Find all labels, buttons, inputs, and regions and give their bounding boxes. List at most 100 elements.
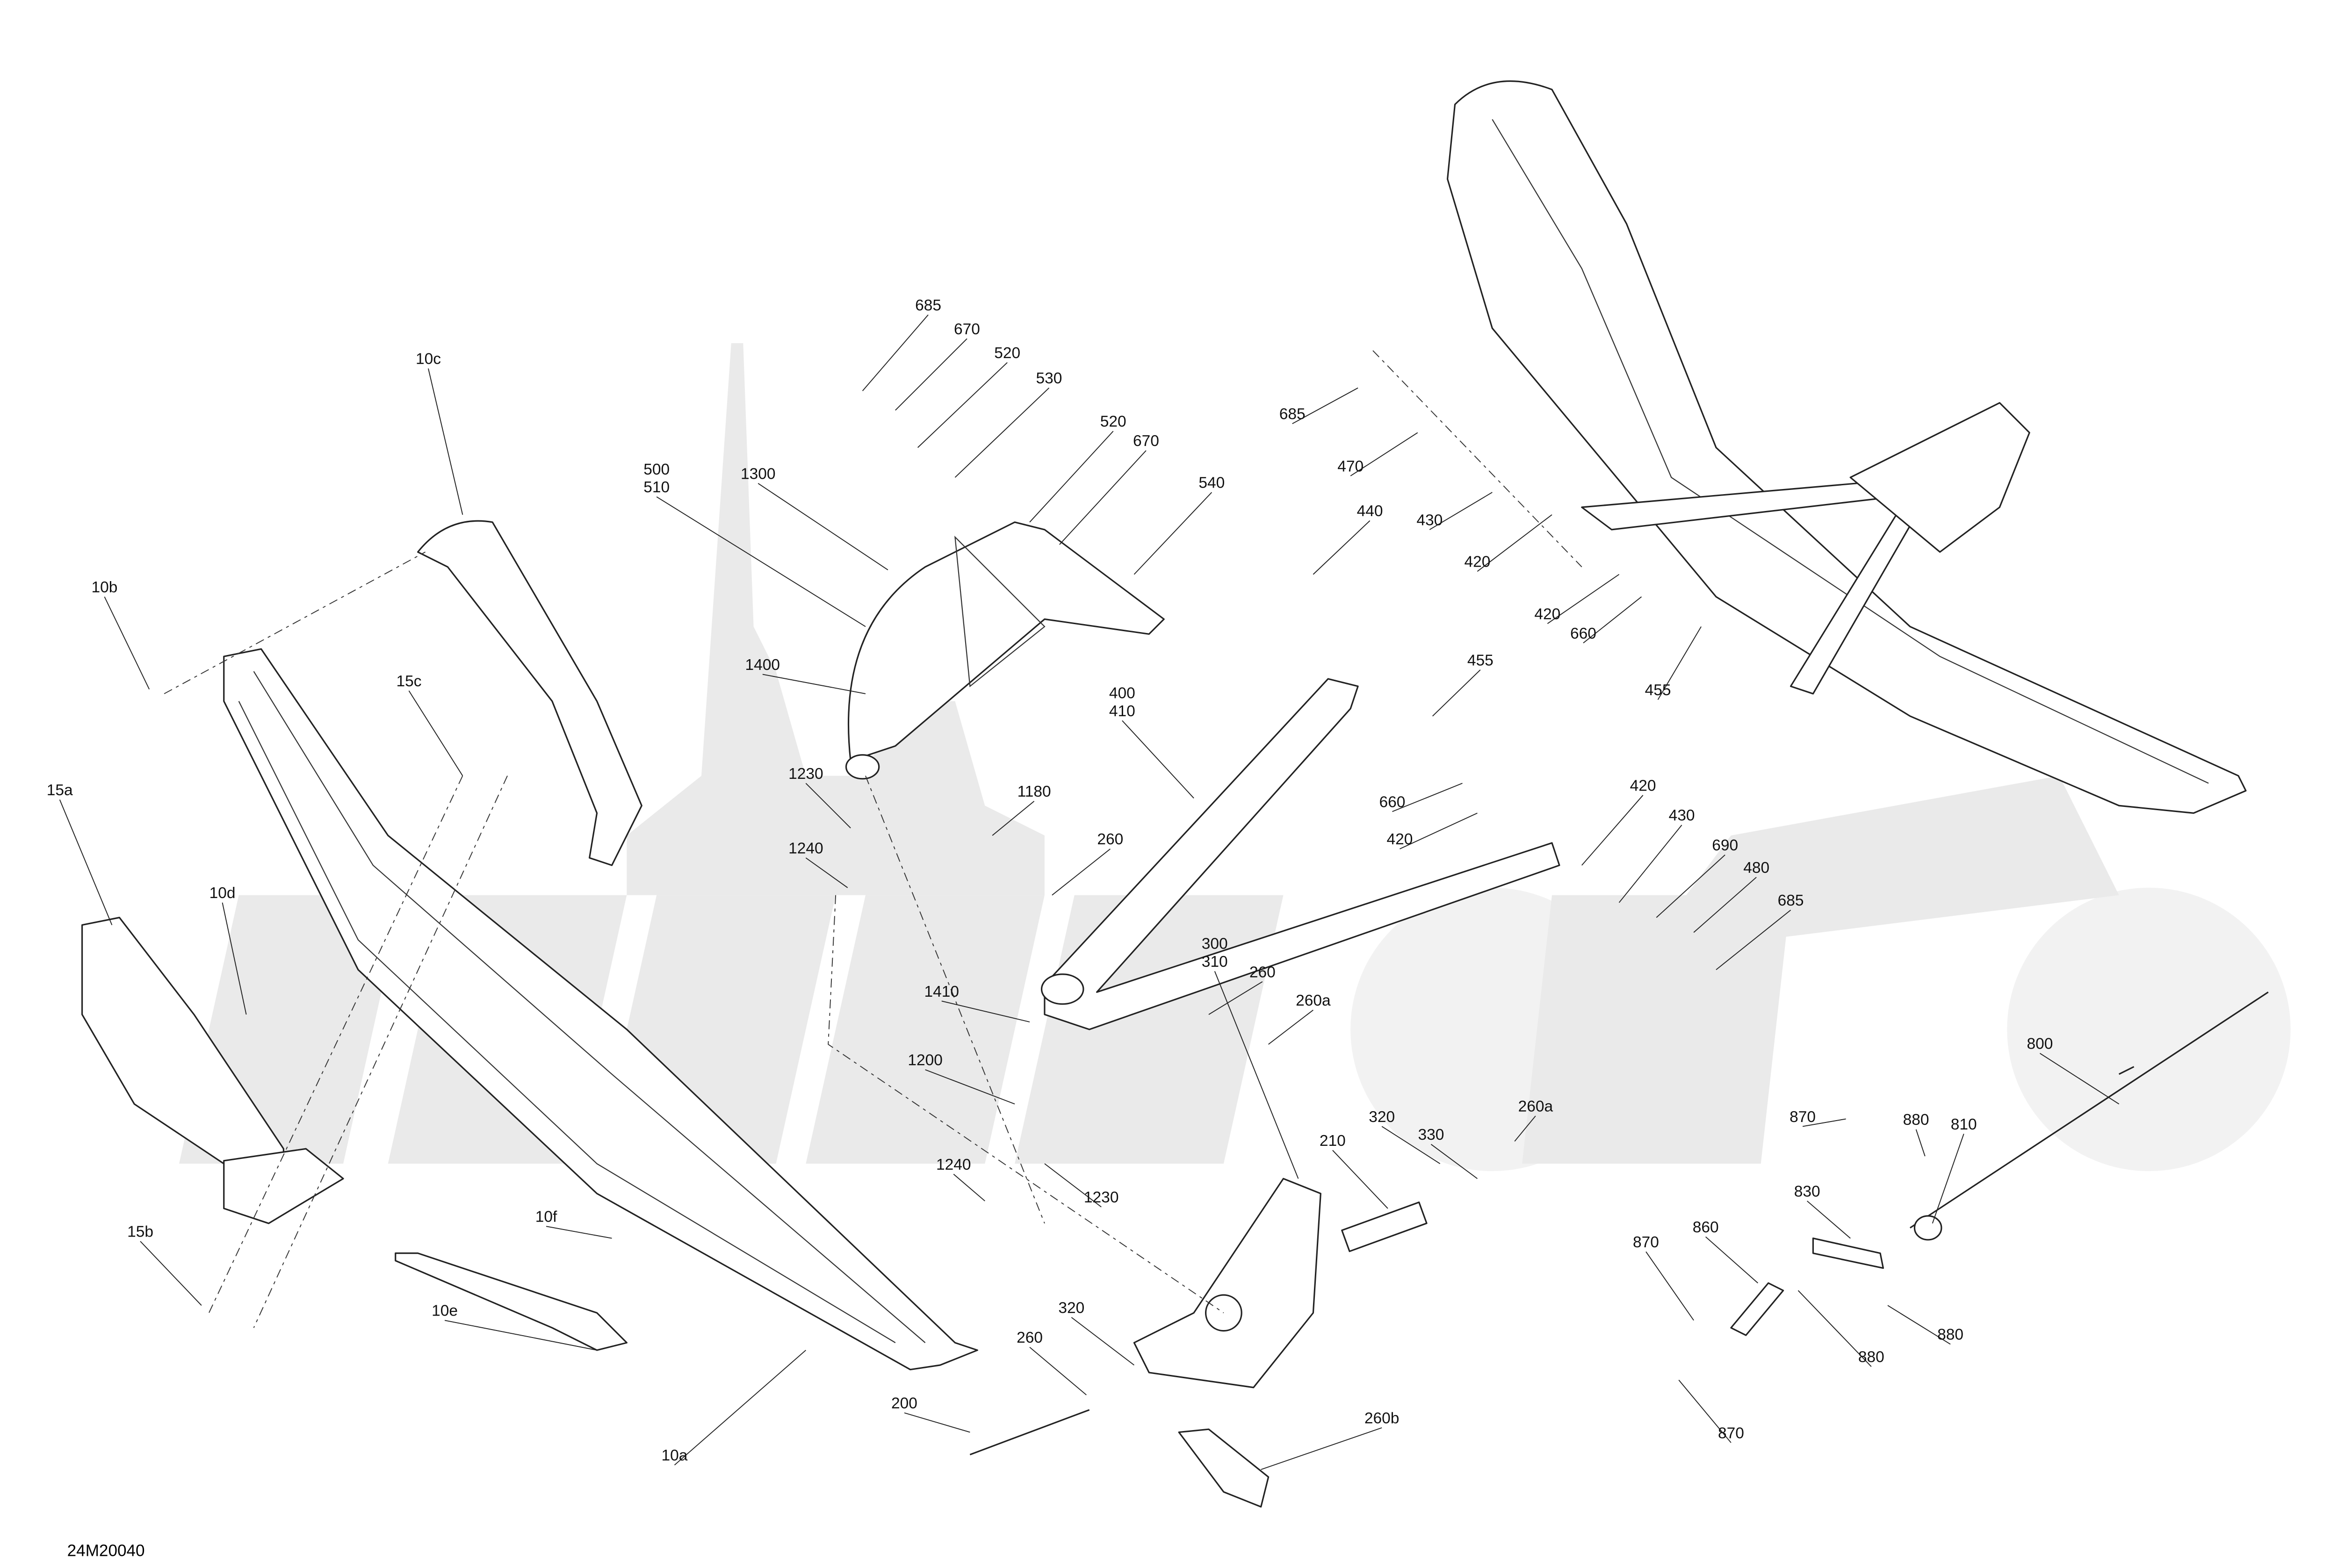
callout-leader-line [1705, 1236, 1758, 1284]
callout-leader-line [444, 1320, 597, 1351]
callout-leader-line [1392, 783, 1463, 812]
left-ski-assembly [81, 520, 978, 1371]
callout-leader-line [1350, 432, 1418, 476]
upper-a-arm [845, 521, 1165, 780]
callout-leader-line [1430, 1144, 1478, 1179]
callout-leader-line [941, 1000, 1030, 1022]
callout-leader-line [1657, 626, 1702, 700]
callout-530: 530 [1036, 370, 1062, 387]
callout-520: 520 [994, 345, 1020, 362]
callout-leader-line [1429, 492, 1493, 530]
callout-leader-line [992, 800, 1035, 836]
callout-430: 430 [1416, 511, 1443, 529]
callout-leader-line [140, 1241, 202, 1306]
callout-330: 330 [1418, 1126, 1444, 1144]
callout-leader-line [2039, 1053, 2120, 1105]
callout-660: 660 [1570, 625, 1596, 642]
callout-455: 455 [1467, 652, 1494, 669]
callout-1240: 1240 [788, 840, 823, 857]
callout-leader-line [1029, 1346, 1087, 1395]
callout-420: 420 [1464, 554, 1490, 571]
callout-1300: 1300 [741, 465, 776, 482]
callout-leader-line [104, 597, 150, 690]
callout-leader-line [1059, 450, 1147, 545]
callout-leader-line [1044, 1163, 1102, 1208]
callout-455: 455 [1645, 682, 1671, 699]
callout-200: 200 [891, 1395, 917, 1412]
callout-leader-line [1261, 1427, 1382, 1470]
callout-leader-line [222, 902, 247, 1015]
callout-leader-line [1381, 1126, 1441, 1164]
callout-leader-line [546, 1226, 612, 1239]
callout-1200: 1200 [908, 1052, 943, 1069]
callout-leader-line [1802, 1118, 1846, 1127]
callout-830: 830 [1794, 1183, 1820, 1200]
spindle-assembly [969, 1178, 1428, 1508]
callout-leader-line [1807, 1201, 1851, 1239]
callout-880: 880 [1937, 1326, 1963, 1344]
callout-leader-line [1514, 1115, 1536, 1142]
callout-leader-line [1581, 795, 1644, 866]
callout-685: 685 [1279, 406, 1306, 423]
callout-660: 660 [1379, 793, 1406, 811]
callout-260b: 260b [1364, 1410, 1400, 1427]
callout-leader-line [1214, 971, 1299, 1179]
callout-420: 420 [1386, 831, 1413, 848]
callout-leader-line [408, 690, 463, 776]
callout-leader-line [1693, 877, 1757, 933]
callout-leader-line [1332, 1150, 1388, 1209]
callout-685: 685 [915, 297, 941, 314]
callout-520: 520 [1100, 413, 1126, 431]
callout-leader-line [1797, 1290, 1872, 1367]
callout-870: 870 [1633, 1234, 1659, 1251]
callout-leader-line [805, 857, 848, 888]
callout-880: 880 [1858, 1349, 1884, 1366]
callout-leader-line [1932, 1134, 1964, 1224]
callout-15a: 15a [47, 782, 73, 799]
callout-860: 860 [1693, 1219, 1719, 1236]
callout-420: 420 [1630, 777, 1656, 794]
callout-1230: 1230 [1084, 1189, 1119, 1206]
callout-1230: 1230 [788, 765, 823, 783]
callout-440: 440 [1357, 503, 1383, 520]
callout-10e: 10e [432, 1302, 458, 1320]
callout-870: 870 [1718, 1424, 1744, 1442]
callout-leader-line [1716, 909, 1791, 971]
callout-800: 800 [2027, 1035, 2053, 1052]
callout-leader-line [674, 1350, 806, 1466]
callout-leader-line [1618, 825, 1682, 903]
callout-1400: 1400 [745, 656, 780, 674]
callout-leader-line [1432, 669, 1481, 717]
callout-880: 880 [1903, 1111, 1929, 1129]
callout-leader-line [762, 674, 866, 694]
callout-260a: 260a [1296, 992, 1331, 1009]
callout-15c: 15c [396, 673, 421, 690]
callout-leader-line [1313, 520, 1371, 575]
drawing-code: 24M20040 [67, 1541, 145, 1560]
callout-leader-line [917, 362, 1008, 448]
callout-10a: 10a [662, 1447, 688, 1464]
callout-430: 430 [1669, 807, 1695, 824]
callout-260: 260 [1017, 1329, 1043, 1346]
callout-leader-line [953, 1173, 985, 1201]
callout-leader-line [925, 1069, 1015, 1105]
callout-leader-line [895, 338, 967, 411]
callout-420: 420 [1534, 605, 1560, 623]
callout-leader-line [59, 799, 113, 925]
callout-320: 320 [1058, 1299, 1084, 1316]
watermark [179, 343, 2291, 1172]
callout-685: 685 [1778, 892, 1804, 909]
callout-leader-line [1133, 492, 1212, 575]
callout-leader-line [904, 1412, 970, 1433]
callout-leader-line [1645, 1251, 1694, 1321]
callout-leader-line [1547, 574, 1620, 624]
callout-leader-line [1268, 1009, 1313, 1045]
callout-320: 320 [1369, 1108, 1395, 1126]
callout-leader-line [1887, 1305, 1951, 1345]
callout-540: 540 [1198, 475, 1225, 492]
